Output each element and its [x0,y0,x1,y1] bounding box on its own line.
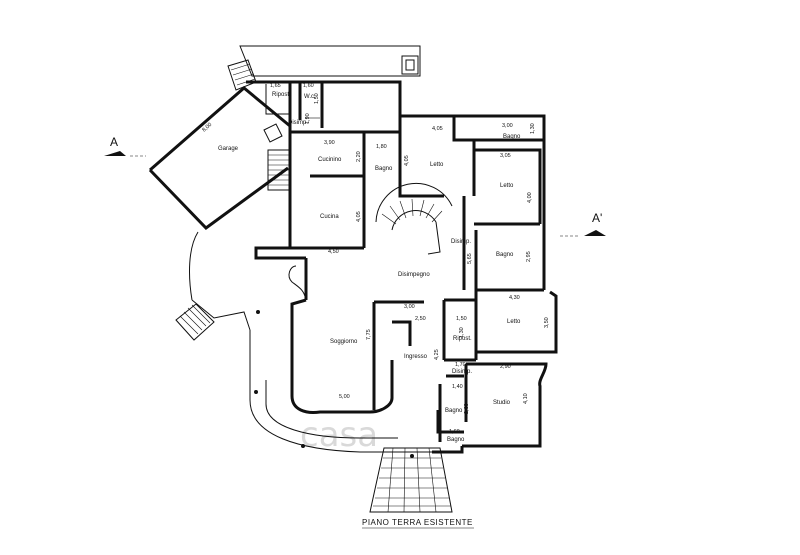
room-ingresso: Ingresso [404,354,428,360]
walls [148,45,558,513]
section-marker-right: A' [560,211,606,237]
dim-1-80: 1,80 [376,144,387,150]
dim-1-90: 1,90 [305,113,311,124]
room-disimp-mid: Disimp. [451,239,471,245]
dim-5-00: 5,00 [339,394,350,400]
dim-3-00: 3,00 [502,123,513,129]
dim-1-70: 1,70 [455,362,466,368]
room-letto-right-2: Letto [507,319,521,325]
dimension-labels: 1,65 1,60 1,50 1,90 8,00 3,90 2,20 1,80 … [201,83,550,435]
room-ripost-bottom: Ripost. [453,336,472,342]
dim-1-65: 1,65 [270,83,281,89]
room-wc: W.c. [304,94,316,100]
dim-4-00: 4,00 [527,192,533,203]
dim-1-30-b: 1,30 [459,327,465,338]
room-disimp-bottom: Disimp. [452,369,472,375]
dim-3-05: 3,05 [500,153,511,159]
dim-3-90: 3,90 [324,140,335,146]
dim-8-00: 8,00 [201,122,213,134]
dim-1-50-b: 1,50 [456,316,467,322]
dim-7-75: 7,75 [366,329,372,340]
dim-4-10: 4,10 [523,393,529,404]
room-cucinino: Cucinino [318,157,342,163]
section-marker-left: A [104,135,146,157]
dim-1-60: 1,60 [303,83,314,89]
room-letto-right-1: Letto [500,183,514,189]
room-bagno-top-right: Bagno [503,134,521,140]
dim-2-50: 2,50 [415,316,426,322]
room-cucina: Cucina [320,214,339,220]
dim-1-40: 1,40 [452,384,463,390]
dim-2-60: 2,60 [464,403,470,414]
dim-2-90: 2,90 [500,364,511,370]
room-bagno-bottom-2: Bagno [447,437,465,443]
room-disimp-top: Disimp. [288,120,308,126]
dim-4-50: 4,50 [328,249,339,255]
dim-4-25: 4,25 [434,349,440,360]
room-bagno-left: Bagno [375,166,393,172]
svg-text:A: A [110,135,118,149]
room-bagno-right: Bagno [496,252,514,258]
column-dots [254,310,414,458]
dim-1-60-b: 1,60 [449,429,460,435]
dim-2-20: 2,20 [356,151,362,162]
room-studio: Studio [493,400,511,406]
dim-2-95: 2,95 [526,251,532,262]
plan-title: PIANO TERRA ESISTENTE [362,518,473,527]
room-ripost-top: Ripost. [272,92,291,98]
dim-5-65: 5,65 [467,253,473,264]
dim-1-30: 1,30 [530,123,536,134]
room-disimpegno: Disimpegno [398,272,430,278]
room-garage: Garage [218,146,239,152]
dim-3-00-b: 3,00 [404,304,415,310]
dim-4-05-cucina: 4,05 [356,211,362,222]
room-letto-center: Letto [430,162,444,168]
dim-4-30: 4,30 [509,295,520,301]
dim-3-50: 3,50 [544,317,550,328]
svg-text:A': A' [592,211,602,225]
room-soggiorno: Soggiorno [330,339,358,345]
dim-1-50: 1,50 [314,93,320,104]
dim-4-05: 4,05 [432,126,443,132]
room-bagno-bottom: Bagno [445,408,463,414]
room-labels: Garage Ripost. W.c. Disimp. Cucinino Bag… [218,92,521,443]
watermark-text: casa [300,415,378,455]
dim-4-05-v: 4,05 [404,155,410,166]
